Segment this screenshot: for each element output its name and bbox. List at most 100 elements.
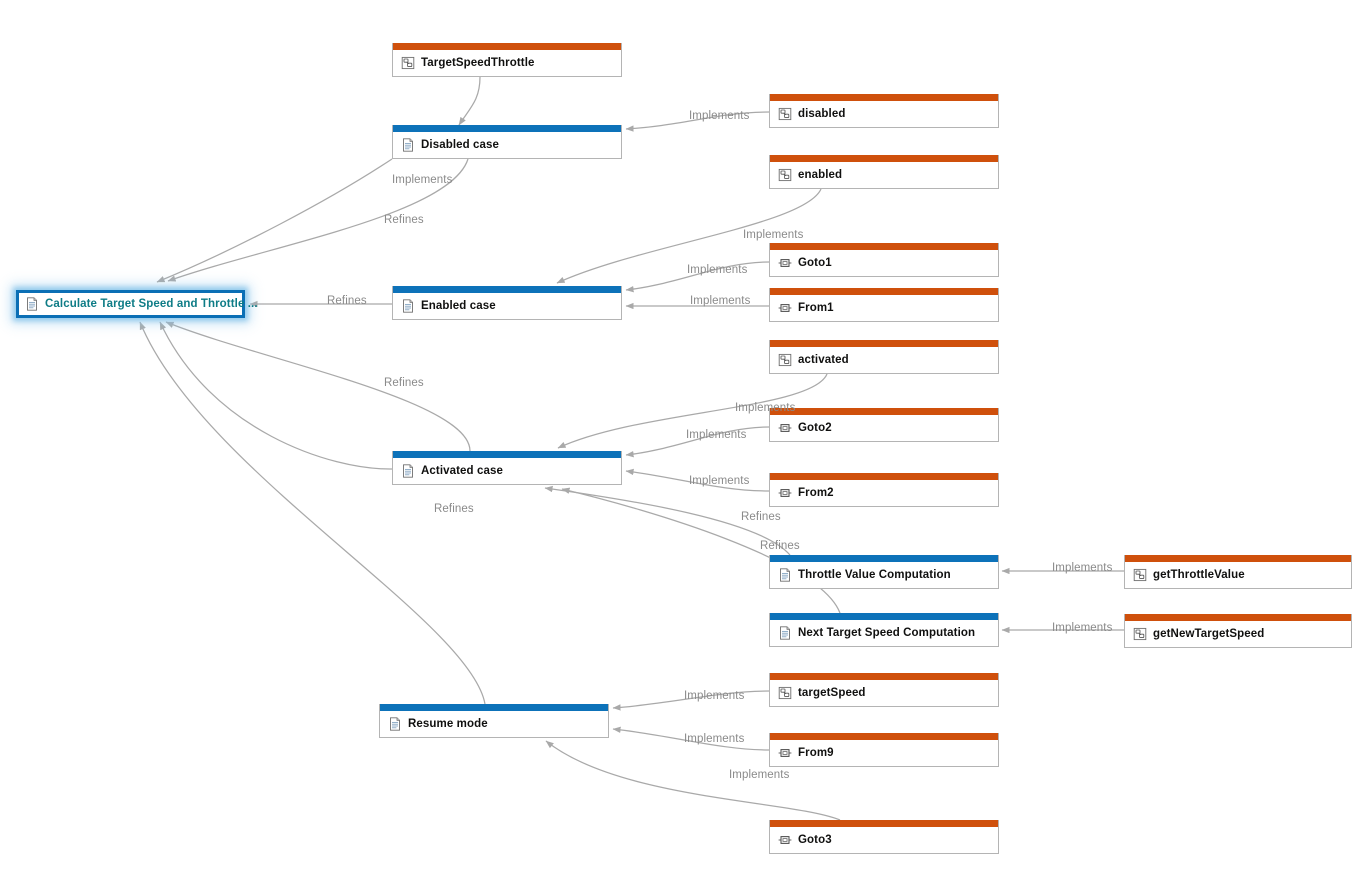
node-body: getThrottleValue (1125, 562, 1351, 588)
node-calculate-target-speed-and-throttle[interactable]: Calculate Target Speed and Throttle ... (16, 290, 258, 318)
node-label: Activated case (421, 465, 503, 477)
node-label: Throttle Value Computation (798, 569, 951, 581)
node-label: Disabled case (421, 139, 500, 151)
simulink-block-icon (778, 833, 792, 847)
node-body: Next Target Speed Computation (770, 620, 998, 646)
node-header-bar (770, 288, 998, 295)
node-header-bar (770, 673, 998, 680)
node-body: Goto3 (770, 827, 998, 853)
node-body: getNewTargetSpeed (1125, 621, 1351, 647)
simulink-block-icon (778, 746, 792, 760)
node-disabled[interactable]: disabled (769, 94, 999, 128)
node-body: From2 (770, 480, 998, 506)
node-header-bar (393, 286, 621, 293)
node-label: From2 (798, 487, 834, 499)
document-icon (401, 464, 415, 478)
simulink-block-icon (778, 301, 792, 315)
node-header-bar (1125, 555, 1351, 562)
node-label: getNewTargetSpeed (1153, 628, 1265, 640)
node-header-bar (770, 733, 998, 740)
node-body: From1 (770, 295, 998, 321)
node-body: enabled (770, 162, 998, 188)
node-enabled-case[interactable]: Enabled case (392, 286, 622, 320)
node-label: Enabled case (421, 300, 496, 312)
node-label: enabled (798, 169, 843, 181)
node-header-bar (1125, 614, 1351, 621)
node-body: From9 (770, 740, 998, 766)
node-header-bar (393, 125, 621, 132)
node-label: activated (798, 354, 849, 366)
node-header-bar (393, 43, 621, 50)
node-body: Goto1 (770, 250, 998, 276)
simulink-block-icon (778, 486, 792, 500)
node-activated[interactable]: activated (769, 340, 999, 374)
node-body: TargetSpeedThrottle (393, 50, 621, 76)
node-next-target-speed-computation[interactable]: Next Target Speed Computation (769, 613, 999, 647)
node-throttle-value-computation[interactable]: Throttle Value Computation (769, 555, 999, 589)
node-header-bar (770, 155, 998, 162)
node-target-speed-throttle[interactable]: TargetSpeedThrottle (392, 43, 622, 77)
document-icon (778, 626, 792, 640)
node-get-throttle-value[interactable]: getThrottleValue (1124, 555, 1352, 589)
node-body: Calculate Target Speed and Throttle ... (19, 293, 258, 315)
node-disabled-case[interactable]: Disabled case (392, 125, 622, 159)
node-header-bar (770, 408, 998, 415)
node-header-bar (770, 555, 998, 562)
document-icon (778, 568, 792, 582)
node-header-bar (770, 94, 998, 101)
node-label: Resume mode (408, 718, 488, 730)
node-header-bar (380, 704, 608, 711)
stateflow-chart-icon (1133, 627, 1147, 641)
node-label: targetSpeed (798, 687, 866, 699)
node-header-bar (770, 243, 998, 250)
node-body: activated (770, 347, 998, 373)
node-from2[interactable]: From2 (769, 473, 999, 507)
node-goto1[interactable]: Goto1 (769, 243, 999, 277)
node-header-bar (770, 613, 998, 620)
node-label: Calculate Target Speed and Throttle ... (45, 298, 258, 310)
node-from1[interactable]: From1 (769, 288, 999, 322)
stateflow-chart-icon (401, 56, 415, 70)
node-label: From9 (798, 747, 834, 759)
document-icon (401, 138, 415, 152)
node-enabled[interactable]: enabled (769, 155, 999, 189)
node-body: Resume mode (380, 711, 608, 737)
node-label: TargetSpeedThrottle (421, 57, 535, 69)
stateflow-chart-icon (1133, 568, 1147, 582)
node-body: Goto2 (770, 415, 998, 441)
stateflow-chart-icon (778, 107, 792, 121)
simulink-block-icon (778, 421, 792, 435)
node-header-bar (770, 340, 998, 347)
node-label: getThrottleValue (1153, 569, 1245, 581)
node-body: Disabled case (393, 132, 621, 158)
node-label: Goto2 (798, 422, 832, 434)
node-label: Goto3 (798, 834, 832, 846)
node-body: targetSpeed (770, 680, 998, 706)
node-activated-case[interactable]: Activated case (392, 451, 622, 485)
node-from9[interactable]: From9 (769, 733, 999, 767)
document-icon (25, 297, 39, 311)
node-label: disabled (798, 108, 846, 120)
node-label: Next Target Speed Computation (798, 627, 976, 639)
node-body: Activated case (393, 458, 621, 484)
node-target-speed[interactable]: targetSpeed (769, 673, 999, 707)
node-goto3[interactable]: Goto3 (769, 820, 999, 854)
stateflow-chart-icon (778, 353, 792, 367)
node-header-bar (393, 451, 621, 458)
node-body: disabled (770, 101, 998, 127)
node-goto2[interactable]: Goto2 (769, 408, 999, 442)
node-body: Throttle Value Computation (770, 562, 998, 588)
node-resume-mode[interactable]: Resume mode (379, 704, 609, 738)
document-icon (388, 717, 402, 731)
node-header-bar (770, 473, 998, 480)
node-get-new-target-speed[interactable]: getNewTargetSpeed (1124, 614, 1352, 648)
node-body: Enabled case (393, 293, 621, 319)
stateflow-chart-icon (778, 686, 792, 700)
document-icon (401, 299, 415, 313)
node-label: Goto1 (798, 257, 832, 269)
stateflow-chart-icon (778, 168, 792, 182)
simulink-block-icon (778, 256, 792, 270)
node-header-bar (770, 820, 998, 827)
